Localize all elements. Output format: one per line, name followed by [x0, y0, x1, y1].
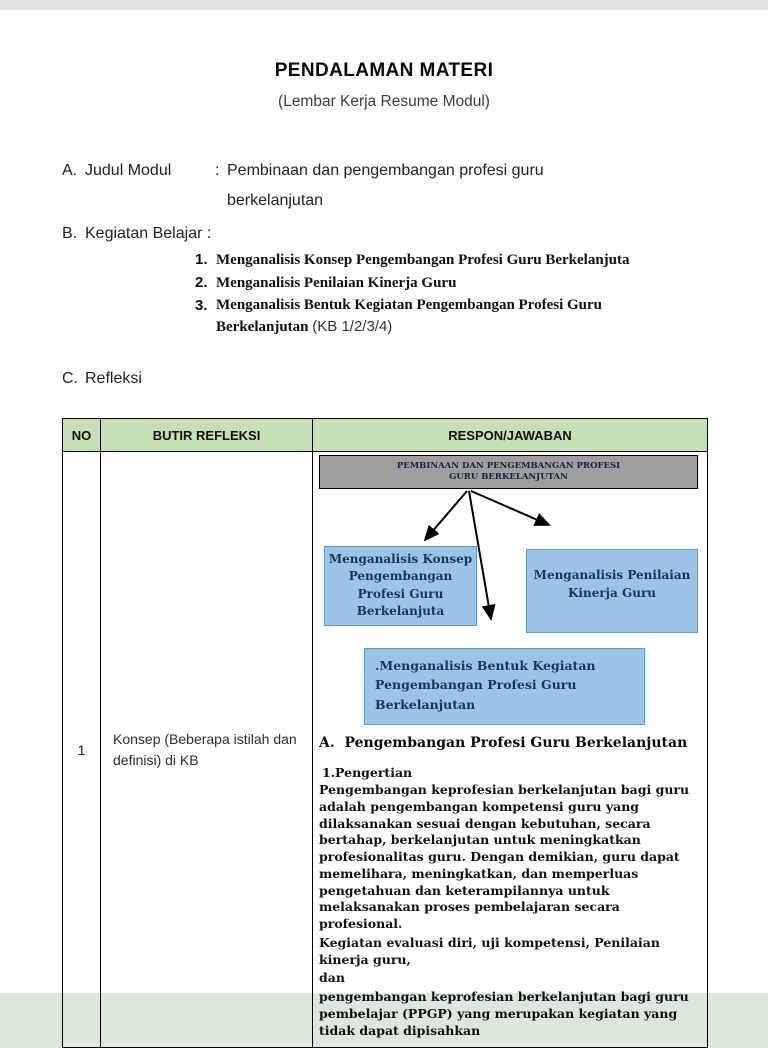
diagram-root-box: PEMBINAAN DAN PENGEMBANGAN PROFESI GURU …: [319, 455, 698, 489]
reflection-table: NO BUTIR REFLEKSI RESPON/JAWABAN 1 Konse…: [62, 418, 708, 1048]
concept-diagram: PEMBINAAN DAN PENGEMBANGAN PROFESI GURU …: [319, 454, 699, 726]
list-item-title: Menganalisis Penilaian Kinerja Guru: [216, 275, 457, 291]
list-item-text: Menganalisis Bentuk Kegiatan Pengembanga…: [216, 295, 686, 338]
row-no-cell: 1: [62, 450, 101, 1048]
row-respon-cell: PEMBINAAN DAN PENGEMBANGAN PROFESI GURU …: [312, 450, 708, 1048]
kegiatan-belajar-list: 1. Menganalisis Konsep Pengembangan Prof…: [195, 249, 768, 338]
diagram-right-box: Menganalisis Penilaian Kinerja Guru: [526, 549, 698, 633]
table-header-no: NO: [62, 418, 101, 452]
table-header-respon-jawaban: RESPON/JAWABAN: [312, 418, 708, 452]
list-item-text: Menganalisis Konsep Pengembangan Profesi…: [216, 249, 630, 271]
list-item-title: Menganalisis Konsep Pengembangan Profesi…: [216, 252, 630, 268]
list-item-text: Menganalisis Penilaian Kinerja Guru: [216, 272, 456, 294]
section-a-name: Judul Modul: [85, 162, 172, 179]
table-header-row: NO BUTIR REFLEKSI RESPON/JAWABAN: [62, 418, 708, 452]
judul-modul-value: Pembinaan dan pengembangan profesi guru …: [227, 156, 544, 216]
diagram-bottom-box: .Menganalisis Bentuk Kegiatan Pengembang…: [364, 648, 645, 725]
list-item-number: 3.: [195, 297, 208, 314]
diagram-left-box: Menganalisis Konsep Pengembangan Profesi…: [324, 546, 477, 626]
document-page: PENDALAMAN MATERI (Lembar Kerja Resume M…: [0, 10, 768, 1048]
section-b-label: B.: [62, 225, 78, 242]
respon-paragraph-3: pengembangan keprofesian berkelanjutan b…: [319, 989, 689, 1038]
respon-paragraph-2-line-2: dan: [319, 970, 345, 986]
table-row: 1 Konsep (Beberapa istilah dan definisi)…: [62, 450, 708, 1048]
respon-paragraph-1: Pengembangan keprofesian berkelanjutan b…: [319, 782, 690, 931]
list-item-number: 2.: [195, 274, 208, 291]
page-title: PENDALAMAN MATERI: [274, 60, 494, 81]
section-a-colon: :: [215, 162, 220, 179]
diagram-arrow-connectors: [423, 490, 551, 621]
respon-paragraph-2-line-1: Kegiatan evaluasi diri, uji kompetensi, …: [319, 934, 660, 967]
judul-modul-line1: Pembinaan dan pengembangan profesi guru: [227, 162, 544, 179]
row-butir-cell: Konsep (Beberapa istilah dan definisi) d…: [100, 450, 313, 1048]
section-c-name: Refleksi: [85, 370, 142, 387]
respon-heading: A. Pengembangan Profesi Guru Berkelanjut…: [319, 735, 688, 751]
list-item-number: 1.: [195, 251, 208, 268]
section-a-label: A.: [62, 162, 78, 179]
section-c-label: C.: [62, 370, 78, 387]
list-item: 2. Menganalisis Penilaian Kinerja Guru: [195, 272, 768, 294]
respon-subheading: 1.Pengertian: [322, 765, 413, 780]
list-item: 1. Menganalisis Konsep Pengembangan Prof…: [195, 249, 768, 271]
section-kegiatan-belajar: B. Kegiatan Belajar :: [62, 219, 768, 249]
list-item-suffix: (KB 1/2/3/4): [312, 318, 393, 335]
page-subtitle: (Lembar Kerja Resume Modul): [278, 93, 490, 110]
table-header-butir-refleksi: BUTIR REFLEKSI: [100, 418, 313, 452]
section-b-name: Kegiatan Belajar :: [85, 225, 212, 242]
list-item: 3. Menganalisis Bentuk Kegiatan Pengemba…: [195, 295, 768, 338]
list-item-title: Menganalisis Bentuk Kegiatan Pengembanga…: [216, 297, 603, 335]
judul-modul-line2: berkelanjutan: [227, 192, 324, 209]
section-refleksi: C. Refleksi: [62, 364, 768, 394]
section-judul-modul: A. Judul Modul : Pembinaan dan pengemban…: [62, 156, 768, 216]
